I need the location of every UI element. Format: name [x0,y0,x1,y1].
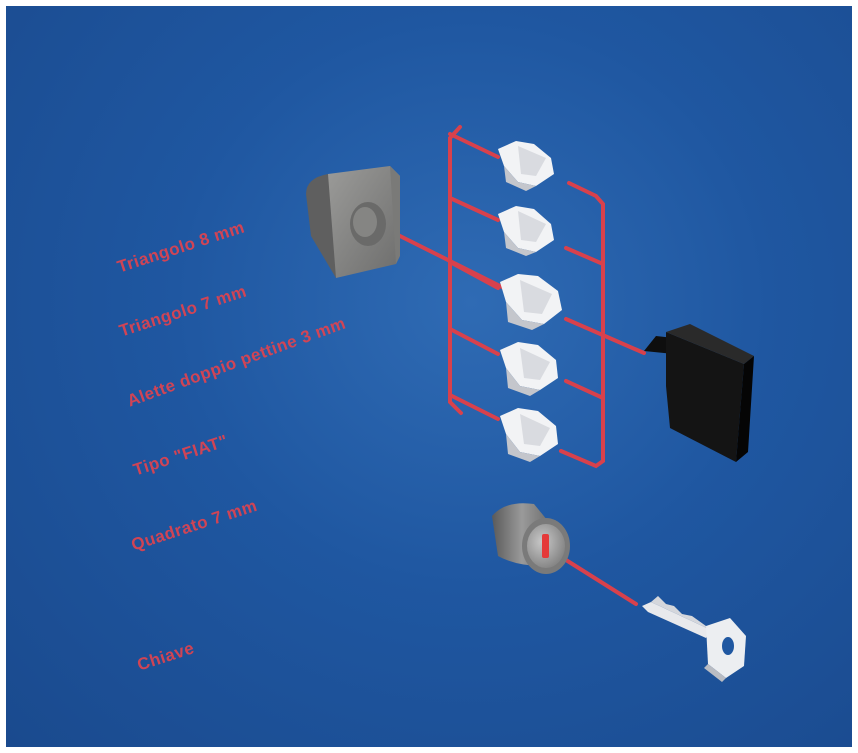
key [642,596,746,682]
branch-line-1 [450,134,498,157]
latch-housing [306,166,400,278]
right-branch-line-4 [566,381,603,398]
diagram-canvas: Triangolo 8 mm Triangolo 7 mm Alette dop… [6,6,852,747]
black-cover [644,324,754,462]
lock-cylinder [492,503,570,574]
insert-alette [500,274,562,330]
exploded-view [6,6,852,747]
insert-triangolo-7 [498,206,554,256]
right-branch-line-2 [566,248,603,264]
insert-quadrato-7 [500,408,558,462]
branch-line-4 [450,329,498,354]
insert-fiat [500,342,558,396]
key-connector-line [566,560,636,604]
insert-triangolo-8 [498,141,554,191]
branch-line-3 [450,262,498,288]
branch-line-2 [450,198,498,220]
left-bracket-line [450,127,461,413]
keyway-icon [542,534,549,558]
